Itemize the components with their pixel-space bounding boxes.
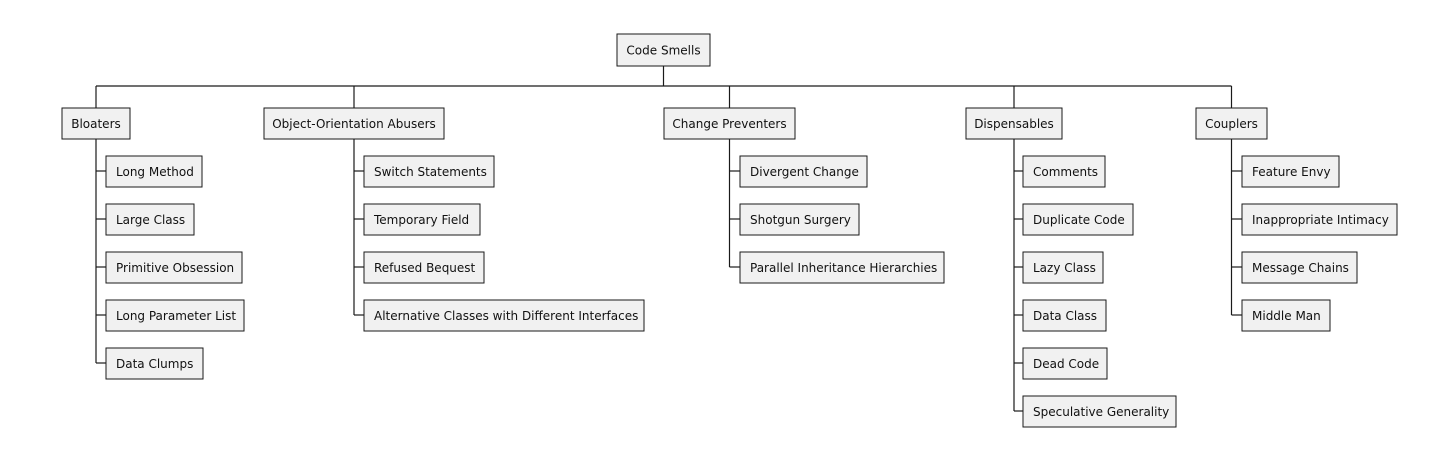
item-box (739, 203, 860, 236)
item-box (1022, 347, 1108, 380)
item-box (105, 155, 203, 188)
category-label: Object-Orientation Abusers (272, 117, 436, 131)
root-node-label: Code Smells (626, 44, 700, 58)
item-node-message-chains: Message Chains (1241, 251, 1358, 284)
item-box (1022, 395, 1177, 428)
item-label: Primitive Obsession (116, 261, 234, 275)
category-label: Couplers (1205, 117, 1258, 131)
item-node-alternative-classes: Alternative Classes with Different Inter… (363, 299, 645, 332)
item-node-divergent-change: Divergent Change (739, 155, 868, 188)
category-node-dispensables: Dispensables (965, 107, 1063, 140)
item-node-duplicate-code: Duplicate Code (1022, 203, 1134, 236)
item-box (739, 251, 945, 284)
item-box (105, 299, 245, 332)
item-box (363, 155, 495, 188)
item-box (1241, 155, 1340, 188)
item-label: Long Method (116, 165, 194, 179)
item-label: Alternative Classes with Different Inter… (374, 309, 638, 323)
item-node-dead-code: Dead Code (1022, 347, 1108, 380)
item-box (105, 203, 195, 236)
item-label: Speculative Generality (1033, 405, 1169, 419)
item-box (1241, 251, 1358, 284)
item-node-middle-man: Middle Man (1241, 299, 1331, 332)
item-label: Dead Code (1033, 357, 1099, 371)
category-box (663, 107, 796, 140)
item-label: Feature Envy (1252, 165, 1331, 179)
item-label: Inappropriate Intimacy (1252, 213, 1389, 227)
category-label: Dispensables (974, 117, 1054, 131)
item-box (1022, 251, 1104, 284)
item-node-data-clumps: Data Clumps (105, 347, 204, 380)
category-box (263, 107, 445, 140)
item-box (363, 299, 645, 332)
item-box (1022, 155, 1106, 188)
item-node-long-parameter-list: Long Parameter List (105, 299, 245, 332)
item-node-lazy-class: Lazy Class (1022, 251, 1104, 284)
item-label: Comments (1033, 165, 1098, 179)
item-box (1241, 299, 1331, 332)
item-node-comments: Comments (1022, 155, 1106, 188)
item-label: Data Clumps (116, 357, 193, 371)
item-node-temporary-field: Temporary Field (363, 203, 481, 236)
category-box (61, 107, 131, 140)
item-label: Parallel Inheritance Hierarchies (750, 261, 937, 275)
item-box (1022, 299, 1107, 332)
item-box (105, 251, 243, 284)
item-node-large-class: Large Class (105, 203, 195, 236)
item-label: Shotgun Surgery (750, 213, 851, 227)
category-box (965, 107, 1063, 140)
item-label: Long Parameter List (116, 309, 236, 323)
category-node-bloaters: Bloaters (61, 107, 131, 140)
category-node-object-orientation-abusers: Object-Orientation Abusers (263, 107, 445, 140)
item-node-feature-envy: Feature Envy (1241, 155, 1340, 188)
item-box (739, 155, 868, 188)
item-box (363, 251, 485, 284)
root-node-box (616, 33, 711, 67)
item-box (1241, 203, 1398, 236)
category-node-change-preventers: Change Preventers (663, 107, 796, 140)
category-label: Bloaters (71, 117, 121, 131)
category-label: Change Preventers (672, 117, 786, 131)
item-label: Refused Bequest (374, 261, 476, 275)
tree-connectors (95, 66, 1242, 412)
item-box (1022, 203, 1134, 236)
item-label: Lazy Class (1033, 261, 1096, 275)
item-node-shotgun-surgery: Shotgun Surgery (739, 203, 860, 236)
item-node-primitive-obsession: Primitive Obsession (105, 251, 243, 284)
item-label: Switch Statements (374, 165, 487, 179)
item-label: Duplicate Code (1033, 213, 1125, 227)
item-node-parallel-inheritance-hierarchies: Parallel Inheritance Hierarchies (739, 251, 945, 284)
item-label: Middle Man (1252, 309, 1321, 323)
item-node-inappropriate-intimacy: Inappropriate Intimacy (1241, 203, 1398, 236)
category-box (1195, 107, 1268, 140)
item-box (363, 203, 481, 236)
item-label: Message Chains (1252, 261, 1349, 275)
item-node-speculative-generality: Speculative Generality (1022, 395, 1177, 428)
item-label: Data Class (1033, 309, 1097, 323)
item-node-switch-statements: Switch Statements (363, 155, 495, 188)
item-label: Large Class (116, 213, 185, 227)
item-node-refused-bequest: Refused Bequest (363, 251, 485, 284)
item-node-data-class: Data Class (1022, 299, 1107, 332)
root-node: Code Smells (616, 33, 711, 67)
item-label: Temporary Field (373, 213, 469, 227)
item-box (105, 347, 204, 380)
item-node-long-method: Long Method (105, 155, 203, 188)
item-label: Divergent Change (750, 165, 859, 179)
category-node-couplers: Couplers (1195, 107, 1268, 140)
